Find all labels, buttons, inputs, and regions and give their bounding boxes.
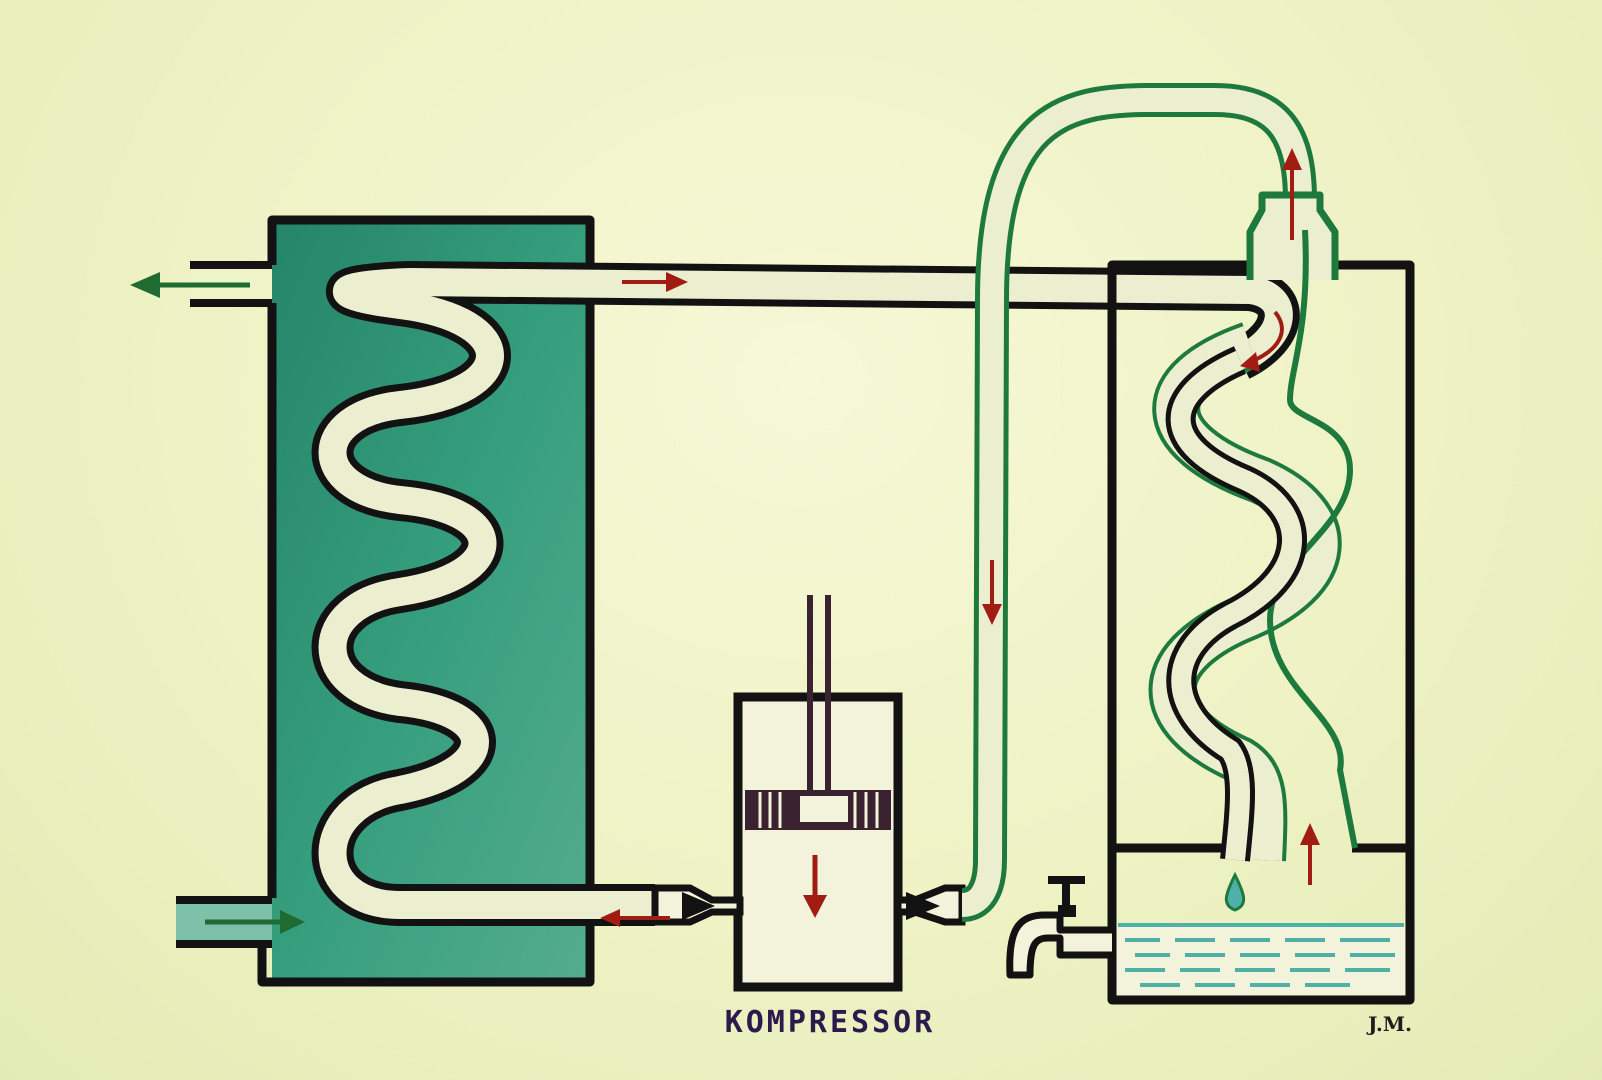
compressor-label: KOMPRESSOR bbox=[724, 1005, 936, 1040]
piston bbox=[745, 790, 891, 830]
evaporator-pipe bbox=[959, 83, 1317, 922]
compressor-cylinder bbox=[733, 692, 903, 992]
outlet-check-valve-icon bbox=[894, 884, 966, 926]
faucet-icon bbox=[1006, 876, 1112, 979]
droplet-icon bbox=[1224, 871, 1246, 912]
water-pool bbox=[1118, 923, 1404, 987]
flow-arrow-curved-icon bbox=[1240, 310, 1284, 372]
arrow-left-icon bbox=[130, 272, 250, 298]
flow-arrow-right-icon bbox=[622, 272, 688, 292]
refrigerant-pipe bbox=[311, 261, 1300, 926]
flow-arrow-left-icon bbox=[600, 909, 670, 927]
evaporator-tank bbox=[1107, 260, 1415, 1005]
compressor bbox=[733, 595, 903, 992]
hot-water-outlet bbox=[190, 261, 272, 307]
inlet-check-valve-icon bbox=[651, 884, 744, 926]
vapor-arrow-up-icon bbox=[1300, 823, 1320, 885]
flow-arrow-up-icon bbox=[1282, 148, 1302, 240]
flow-arrow-down-icon bbox=[982, 560, 1002, 625]
arrow-down-icon bbox=[803, 855, 827, 918]
artist-signature: J.M. bbox=[1368, 1012, 1412, 1036]
arrow-right-icon bbox=[205, 910, 305, 934]
evaporator-refrigerant-coil bbox=[1165, 346, 1307, 862]
piston-rod bbox=[807, 595, 831, 792]
